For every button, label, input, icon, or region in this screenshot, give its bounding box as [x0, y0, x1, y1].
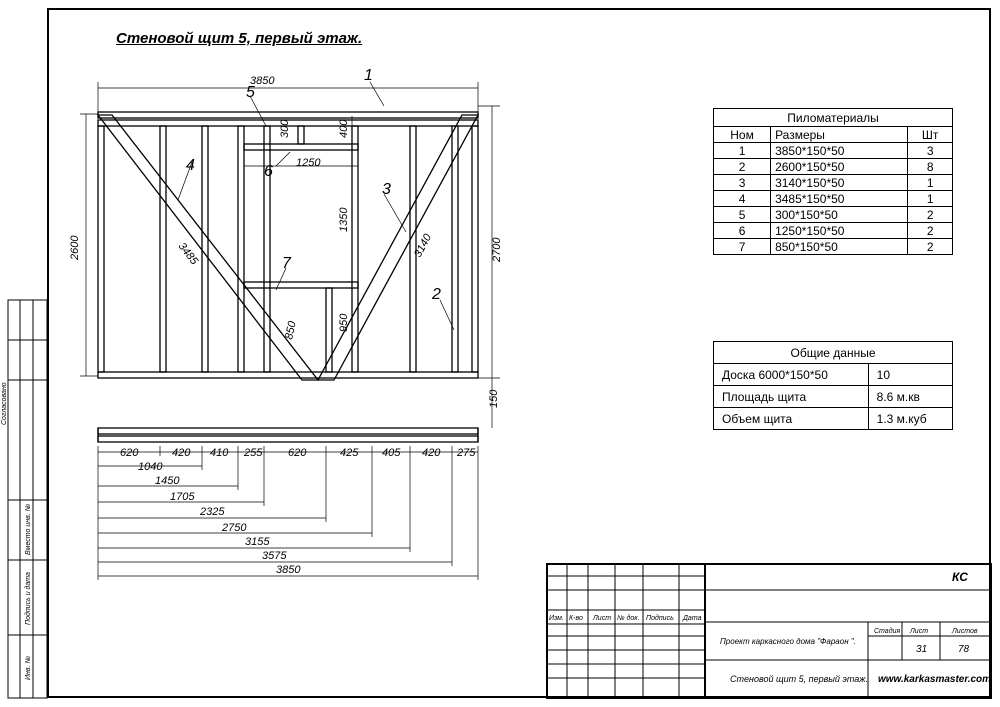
lumber-caption: Пиломатериалы	[713, 108, 953, 127]
svg-text:№ док.: № док.	[617, 614, 640, 622]
svg-text:Листов: Листов	[951, 628, 978, 635]
callout-4: 4	[186, 157, 195, 174]
sheet-title: Стеновой щит 5, первый этаж.	[730, 674, 868, 684]
svg-text:3850: 3850	[276, 564, 301, 576]
bottom-plan	[97, 427, 479, 443]
dim-post: 850	[283, 319, 299, 340]
dim-sill: 950	[338, 313, 350, 332]
dim-overall-width: 3850	[250, 75, 275, 87]
svg-text:255: 255	[243, 447, 263, 459]
svg-text:Подпись: Подпись	[646, 614, 674, 622]
callout-2: 2	[431, 286, 441, 303]
svg-text:1040: 1040	[138, 461, 163, 473]
callout-3: 3	[382, 181, 391, 198]
dim-right-height: 2700	[491, 237, 503, 263]
svg-text:Лист: Лист	[592, 615, 611, 622]
callout-1: 1	[364, 67, 373, 84]
svg-text:1450: 1450	[155, 475, 180, 487]
callout-7: 7	[282, 255, 292, 272]
svg-text:620: 620	[120, 447, 139, 459]
svg-text:420: 420	[172, 447, 191, 459]
svg-text:3155: 3155	[245, 536, 270, 548]
drawing-title: Стеновой щит 5, первый этаж.	[116, 30, 363, 47]
svg-text:420: 420	[422, 447, 441, 459]
svg-text:Дата: Дата	[682, 615, 702, 622]
svg-text:620: 620	[288, 447, 307, 459]
sheet-count: 78	[958, 644, 970, 655]
dim-plate: 150	[488, 389, 500, 408]
title-block-text: Изм. К-во Лист № док. Подпись Дата КС Пр…	[549, 570, 991, 685]
dim-left-height: 2600	[69, 235, 81, 261]
svg-text:Инв. №: Инв. №	[25, 656, 32, 680]
callout-6: 6	[264, 163, 273, 180]
svg-text:Подпись и дата: Подпись и дата	[24, 572, 32, 625]
general-caption: Общие данные	[713, 341, 953, 364]
svg-text:275: 275	[456, 447, 476, 459]
svg-text:410: 410	[210, 447, 229, 459]
drawing-frame	[47, 8, 991, 698]
callout-numbers: 1 2 3 4 5 6 7	[186, 67, 441, 303]
website: www.karkasmaster.com	[878, 674, 991, 685]
side-labels: Согласовано Инв. № Подпись и дата Вместо…	[1, 382, 32, 680]
wall-frame	[97, 111, 479, 379]
svg-text:425: 425	[340, 447, 359, 459]
svg-text:Лист: Лист	[909, 628, 928, 635]
dim-header: 300	[279, 119, 291, 138]
title-block	[546, 563, 992, 699]
svg-text:Согласовано: Согласовано	[1, 382, 8, 425]
svg-text:1705: 1705	[170, 491, 195, 503]
dimension-lines	[80, 81, 500, 580]
sheet-number: 31	[916, 644, 927, 655]
svg-text:Стадия: Стадия	[874, 627, 900, 635]
braces	[96, 114, 480, 381]
svg-text:2325: 2325	[199, 506, 225, 518]
svg-text:Изм.: Изм.	[549, 615, 564, 622]
svg-text:К-во: К-во	[569, 615, 583, 622]
dim-opening-width: 1250	[296, 157, 321, 169]
dim-opening-height: 1350	[338, 207, 350, 232]
callout-5: 5	[246, 84, 255, 101]
svg-text:2750: 2750	[221, 522, 247, 534]
title-code: КС	[952, 570, 968, 584]
svg-text:405: 405	[382, 447, 401, 459]
project-name: Проект каркасного дома "Фараон ".	[720, 637, 856, 646]
dim-top-block: 400	[338, 119, 350, 138]
svg-text:Вместо инв. №: Вместо инв. №	[25, 503, 32, 555]
side-stamp	[7, 299, 48, 699]
svg-text:3575: 3575	[262, 550, 287, 562]
